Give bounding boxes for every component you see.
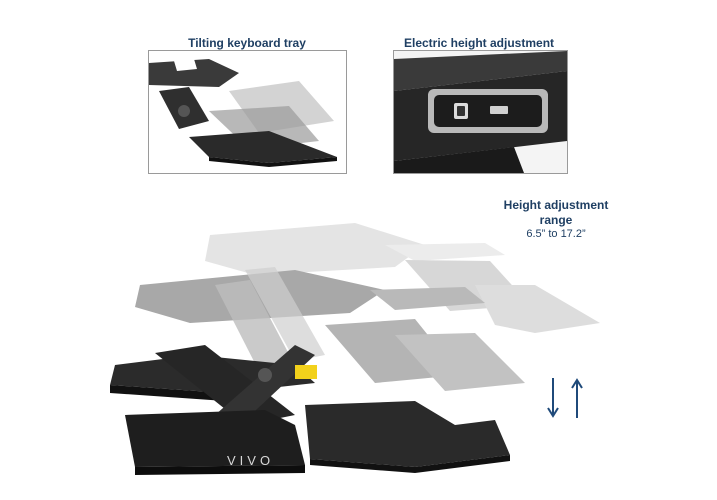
tilting-tray-caption: Tilting keyboard tray — [188, 36, 306, 50]
electric-adjust-illustration — [394, 51, 567, 173]
desk-drawing — [110, 223, 600, 475]
height-range-values: 6.5” to 17.2” — [526, 228, 586, 240]
up-arrow-icon — [571, 378, 583, 418]
standing-desk-illustration — [95, 215, 615, 485]
tilting-tray-panel — [148, 50, 347, 174]
vivo-logo-text: VIVO — [227, 453, 275, 468]
electric-adjust-caption: Electric height adjustment — [403, 36, 555, 50]
vivo-logo: VIVO — [227, 453, 274, 468]
down-arrow-icon — [547, 378, 559, 418]
electric-adjust-panel — [393, 50, 568, 174]
tilting-tray-illustration — [149, 59, 337, 167]
height-range-title-line2: range — [539, 213, 573, 227]
height-range-title-line1: Height adjustment — [503, 198, 609, 212]
height-range-title: Height adjustment range — [494, 198, 618, 228]
